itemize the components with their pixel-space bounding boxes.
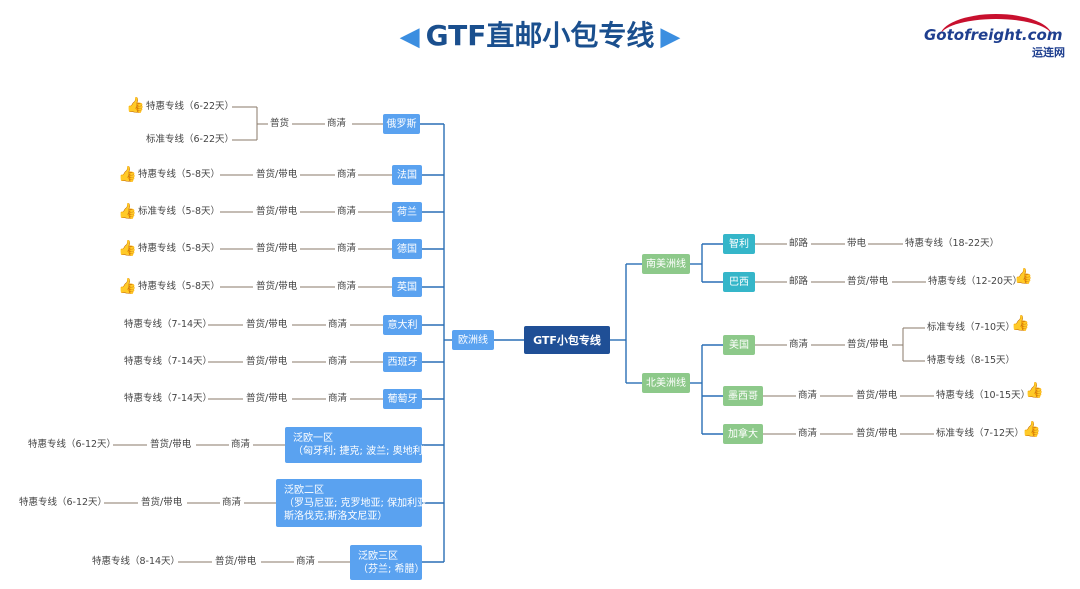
goods-label: 普货/带电 bbox=[246, 319, 288, 330]
clearance-label: 商清 bbox=[789, 339, 809, 350]
clearance-label: 邮路 bbox=[789, 276, 809, 287]
service-line: 特惠专线（7-14天） bbox=[124, 356, 213, 367]
country-node: 智利 bbox=[723, 234, 755, 254]
goods-label: 普货/带电 bbox=[256, 206, 298, 217]
clearance-label: 商清 bbox=[337, 243, 357, 254]
zone-countries: （罗马尼亚; 克罗地亚; 保加利亚; bbox=[284, 497, 431, 509]
title-text: GTF直邮小包专线 bbox=[425, 19, 655, 52]
clearance-label: 商清 bbox=[337, 281, 357, 292]
clearance-label: 商清 bbox=[798, 390, 818, 401]
service-line: 标准专线（7-12天） bbox=[936, 428, 1025, 439]
goods-label: 普货/带电 bbox=[215, 556, 257, 567]
thumbs-up-icon: 👍 bbox=[118, 277, 137, 295]
service-line: 特惠专线（8-15天） bbox=[927, 355, 1016, 366]
goods-label: 带电 bbox=[847, 238, 867, 249]
zone-countries: 斯洛伐克;斯洛文尼亚） bbox=[284, 510, 388, 522]
logo-name: Gotofreight.com bbox=[924, 26, 1063, 44]
country-node: 德国 bbox=[392, 239, 422, 259]
goods-label: 普货/带电 bbox=[150, 439, 192, 450]
thumbs-up-icon: 👍 bbox=[1025, 381, 1044, 399]
country-node: 加拿大 bbox=[723, 424, 763, 444]
country-node: 葡萄牙 bbox=[383, 389, 422, 409]
goods-label: 普货/带电 bbox=[246, 356, 288, 367]
country-node: 荷兰 bbox=[392, 202, 422, 222]
zone-node: 泛欧三区 （芬兰; 希腊） bbox=[350, 545, 425, 580]
service-line: 特惠专线（5-8天） bbox=[138, 281, 221, 292]
service-line: 特惠专线（5-8天） bbox=[138, 243, 221, 254]
service-line: 特惠专线（18-22天） bbox=[905, 238, 1000, 249]
zone-title: 泛欧一区 bbox=[293, 433, 333, 444]
triangle-right-icon: ▶ bbox=[660, 22, 681, 52]
country-node: 意大利 bbox=[383, 315, 422, 335]
country-node: 墨西哥 bbox=[723, 386, 763, 406]
service-line: 标准专线（5-8天） bbox=[138, 206, 221, 217]
service-line: 标准专线（7-10天） bbox=[927, 322, 1016, 333]
goods-label: 普货/带电 bbox=[847, 339, 889, 350]
service-line: 特惠专线（12-20天） bbox=[928, 276, 1023, 287]
triangle-left-icon: ◀ bbox=[399, 22, 420, 52]
thumbs-up-icon: 👍 bbox=[118, 165, 137, 183]
service-line: 特惠专线（6-12天） bbox=[19, 497, 108, 508]
country-node: 英国 bbox=[392, 277, 422, 297]
country-node: 法国 bbox=[392, 165, 422, 185]
clearance-label: 商清 bbox=[328, 319, 348, 330]
zone-node: 泛欧二区 （罗马尼亚; 克罗地亚; 保加利亚; 斯洛伐克;斯洛文尼亚） bbox=[276, 479, 430, 527]
region-south-america: 南美洲线 bbox=[642, 254, 690, 274]
service-line: 标准专线（6-22天） bbox=[146, 134, 235, 145]
zone-node: 泛欧一区 （匈牙利; 捷克; 波兰; 奥地利） bbox=[285, 427, 433, 463]
service-line: 特惠专线（10-15天） bbox=[936, 390, 1031, 401]
thumbs-up-icon: 👍 bbox=[1014, 267, 1033, 285]
service-line: 特惠专线（6-22天） bbox=[146, 101, 235, 112]
goods-label: 普货/带电 bbox=[847, 276, 889, 287]
region-europe: 欧洲线 bbox=[452, 330, 494, 350]
root-node: GTF小包专线 bbox=[524, 326, 610, 354]
goods-label: 普货/带电 bbox=[256, 243, 298, 254]
region-north-america: 北美洲线 bbox=[642, 373, 690, 393]
clearance-label: 商清 bbox=[328, 393, 348, 404]
clearance-label: 商清 bbox=[798, 428, 818, 439]
goods-label: 普货/带电 bbox=[256, 169, 298, 180]
service-line: 特惠专线（5-8天） bbox=[138, 169, 221, 180]
page-title: ◀GTF直邮小包专线▶ bbox=[0, 14, 1080, 54]
gotofreight-logo: Gotofreight.com 运连网 bbox=[918, 14, 1078, 62]
goods-label: 普货 bbox=[270, 118, 290, 129]
thumbs-up-icon: 👍 bbox=[118, 202, 137, 220]
service-line: 特惠专线（8-14天） bbox=[92, 556, 181, 567]
thumbs-up-icon: 👍 bbox=[126, 96, 145, 114]
country-node: 俄罗斯 bbox=[383, 114, 420, 134]
service-line: 特惠专线（6-12天） bbox=[28, 439, 117, 450]
clearance-label: 商清 bbox=[327, 118, 347, 129]
clearance-label: 商清 bbox=[222, 497, 242, 508]
goods-label: 普货/带电 bbox=[856, 390, 898, 401]
service-line: 特惠专线（7-14天） bbox=[124, 393, 213, 404]
country-node: 西班牙 bbox=[383, 352, 422, 372]
zone-title: 泛欧三区 bbox=[358, 550, 398, 562]
country-node: 巴西 bbox=[723, 272, 755, 292]
zone-title: 泛欧二区 bbox=[284, 484, 324, 496]
clearance-label: 商清 bbox=[296, 556, 316, 567]
country-node: 美国 bbox=[723, 335, 755, 355]
zone-countries: （匈牙利; 捷克; 波兰; 奥地利） bbox=[293, 446, 433, 457]
goods-label: 普货/带电 bbox=[856, 428, 898, 439]
logo-swoosh bbox=[940, 14, 1052, 59]
goods-label: 普货/带电 bbox=[246, 393, 288, 404]
clearance-label: 商清 bbox=[337, 206, 357, 217]
thumbs-up-icon: 👍 bbox=[1011, 314, 1030, 332]
zone-countries: （芬兰; 希腊） bbox=[358, 563, 425, 575]
logo-cn: 运连网 bbox=[1032, 46, 1065, 59]
goods-label: 普货/带电 bbox=[141, 497, 183, 508]
clearance-label: 商清 bbox=[328, 356, 348, 367]
goods-label: 普货/带电 bbox=[256, 281, 298, 292]
clearance-label: 商清 bbox=[231, 439, 251, 450]
service-line: 特惠专线（7-14天） bbox=[124, 319, 213, 330]
thumbs-up-icon: 👍 bbox=[1022, 420, 1041, 438]
clearance-label: 商清 bbox=[337, 169, 357, 180]
clearance-label: 邮路 bbox=[789, 238, 809, 249]
thumbs-up-icon: 👍 bbox=[118, 239, 137, 257]
